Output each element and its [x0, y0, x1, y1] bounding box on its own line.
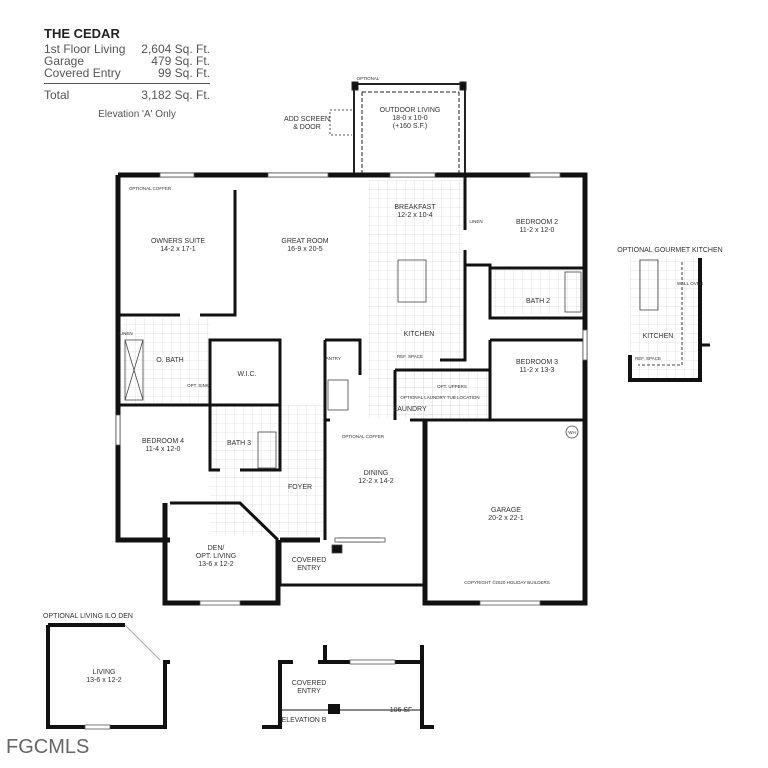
covered-entry-label: COVERED [292, 557, 327, 564]
wic-label: W.I.C. [237, 371, 256, 378]
opt-sink-label: OPT. SINK [187, 383, 209, 388]
linen-label: LINEN [469, 219, 482, 224]
sqft-row: 1st Floor Living 2,604 Sq. Ft. [44, 43, 210, 55]
water-heater-label: WH [568, 430, 576, 435]
living-dims: 13-6 x 12-2 [86, 677, 122, 684]
gourmet-ref-space-label: REF. SPACE [635, 356, 661, 361]
sqft-row: Covered Entry 99 Sq. Ft. [44, 67, 210, 79]
bath-2-label: BATH 2 [526, 298, 550, 305]
outdoor-optional-label: OPTIONAL [357, 76, 380, 81]
garage-label: GARAGE [491, 507, 521, 514]
elev-b-entry-label: COVERED [292, 680, 327, 687]
o-bath-linen-label: LINEN [119, 331, 132, 336]
interior-walls [118, 175, 585, 587]
kitchen-label: KITCHEN [404, 331, 435, 338]
opt-uppers-label: OPT. UPPERS [437, 384, 467, 389]
copyright-label: COPYRIGHT ©2020 HOLIDAY BUILDERS [464, 579, 550, 585]
gourmet-kitchen-label: KITCHEN [643, 333, 674, 340]
dining-label: DINING [364, 470, 389, 477]
wall-oven-label: WALL OVEN [677, 281, 703, 286]
fixtures [124, 259, 659, 554]
garage-dims: 20-2 x 22-1 [488, 515, 524, 522]
row-label: Covered Entry [44, 66, 121, 80]
outdoor-living-label: OUTDOOR LIVING [380, 107, 441, 114]
living-label: LIVING [93, 669, 116, 676]
bedroom-3-label: BEDROOM 3 [516, 359, 558, 366]
windows [115, 172, 588, 606]
row-label: Garage [44, 54, 85, 68]
optional-laundry-tub-label: OPTIONAL LAUNDRY TUB LOCATION [400, 395, 479, 400]
optional-living-title: OPTIONAL LIVING ILO DEN [43, 613, 133, 620]
mls-watermark: FGCMLS [6, 736, 90, 758]
owners-suite-dims: 14-2 x 17-1 [160, 246, 196, 253]
optional-living-plan [46, 623, 170, 730]
total-label: Total [44, 88, 70, 102]
row-value: 99 Sq. Ft. [157, 66, 210, 80]
bedroom-3-dims: 11-2 x 13-3 [520, 367, 555, 374]
plan-title: THE CEDAR [44, 26, 120, 41]
outdoor-living-extra: (+160 S.F.) [393, 123, 427, 130]
row-value: 2,604 Sq. Ft. [141, 42, 210, 56]
sqft-total-row: Total 3,182 Sq. Ft. [44, 89, 210, 101]
den-dims: 13-6 x 12-2 [198, 561, 234, 568]
breakfast-dims: 12-2 x 10-4 [397, 212, 433, 219]
row-label: 1st Floor Living [44, 42, 126, 56]
bedroom-4-label: BEDROOM 4 [142, 438, 184, 445]
elevation-note: Elevation 'A' Only [98, 109, 176, 120]
pantry-label: PANTRY [323, 356, 341, 361]
gourmet-kitchen-title: OPTIONAL GOURMET KITCHEN [617, 247, 722, 254]
o-bath-label: O. BATH [156, 357, 183, 364]
outdoor-living [329, 81, 467, 175]
owners-coffer-label: OPTIONAL COFFER [129, 186, 172, 191]
elevation-b-plan [262, 645, 434, 729]
divider [44, 83, 210, 84]
total-value: 3,182 Sq. Ft. [141, 88, 210, 102]
laundry-label: LAUNDRY [393, 406, 427, 413]
bedroom-4-dims: 11-4 x 12-0 [146, 446, 181, 453]
bath-3-label: BATH 3 [227, 440, 251, 447]
bedroom-2-dims: 11-2 x 12-0 [520, 227, 555, 234]
outdoor-living-dims: 18-0 x 10-0 [392, 115, 428, 122]
great-room-dims: 16-9 x 20-5 [287, 246, 323, 253]
breakfast-label: BREAKFAST [394, 204, 436, 211]
gourmet-kitchen-plan [628, 258, 710, 382]
row-value: 479 Sq. Ft. [151, 54, 210, 68]
dining-coffer-label: OPTIONAL COFFER [342, 434, 385, 439]
elev-b-entry-label-2: ENTRY [297, 688, 321, 695]
den-label: DEN/ [208, 545, 225, 552]
covered-entry-label-2: ENTRY [297, 565, 321, 572]
add-screen-label-2: & DOOR [293, 124, 321, 131]
elevation-b-label: ELEVATION B [282, 717, 327, 724]
dining-dims: 12-2 x 14-2 [358, 478, 394, 485]
owners-suite-label: OWNERS SUITE [151, 238, 205, 245]
sqft-row: Garage 479 Sq. Ft. [44, 55, 210, 67]
great-room-label: GREAT ROOM [281, 238, 328, 245]
add-screen-label: ADD SCREEN [284, 116, 330, 123]
den-label-2: OPT. LIVING [196, 553, 236, 560]
ref-space-label: REF. SPACE [397, 354, 423, 359]
bedroom-2-label: BEDROOM 2 [516, 219, 558, 226]
elev-b-area: 106 SF [390, 707, 413, 714]
foyer-label: FOYER [288, 484, 312, 491]
